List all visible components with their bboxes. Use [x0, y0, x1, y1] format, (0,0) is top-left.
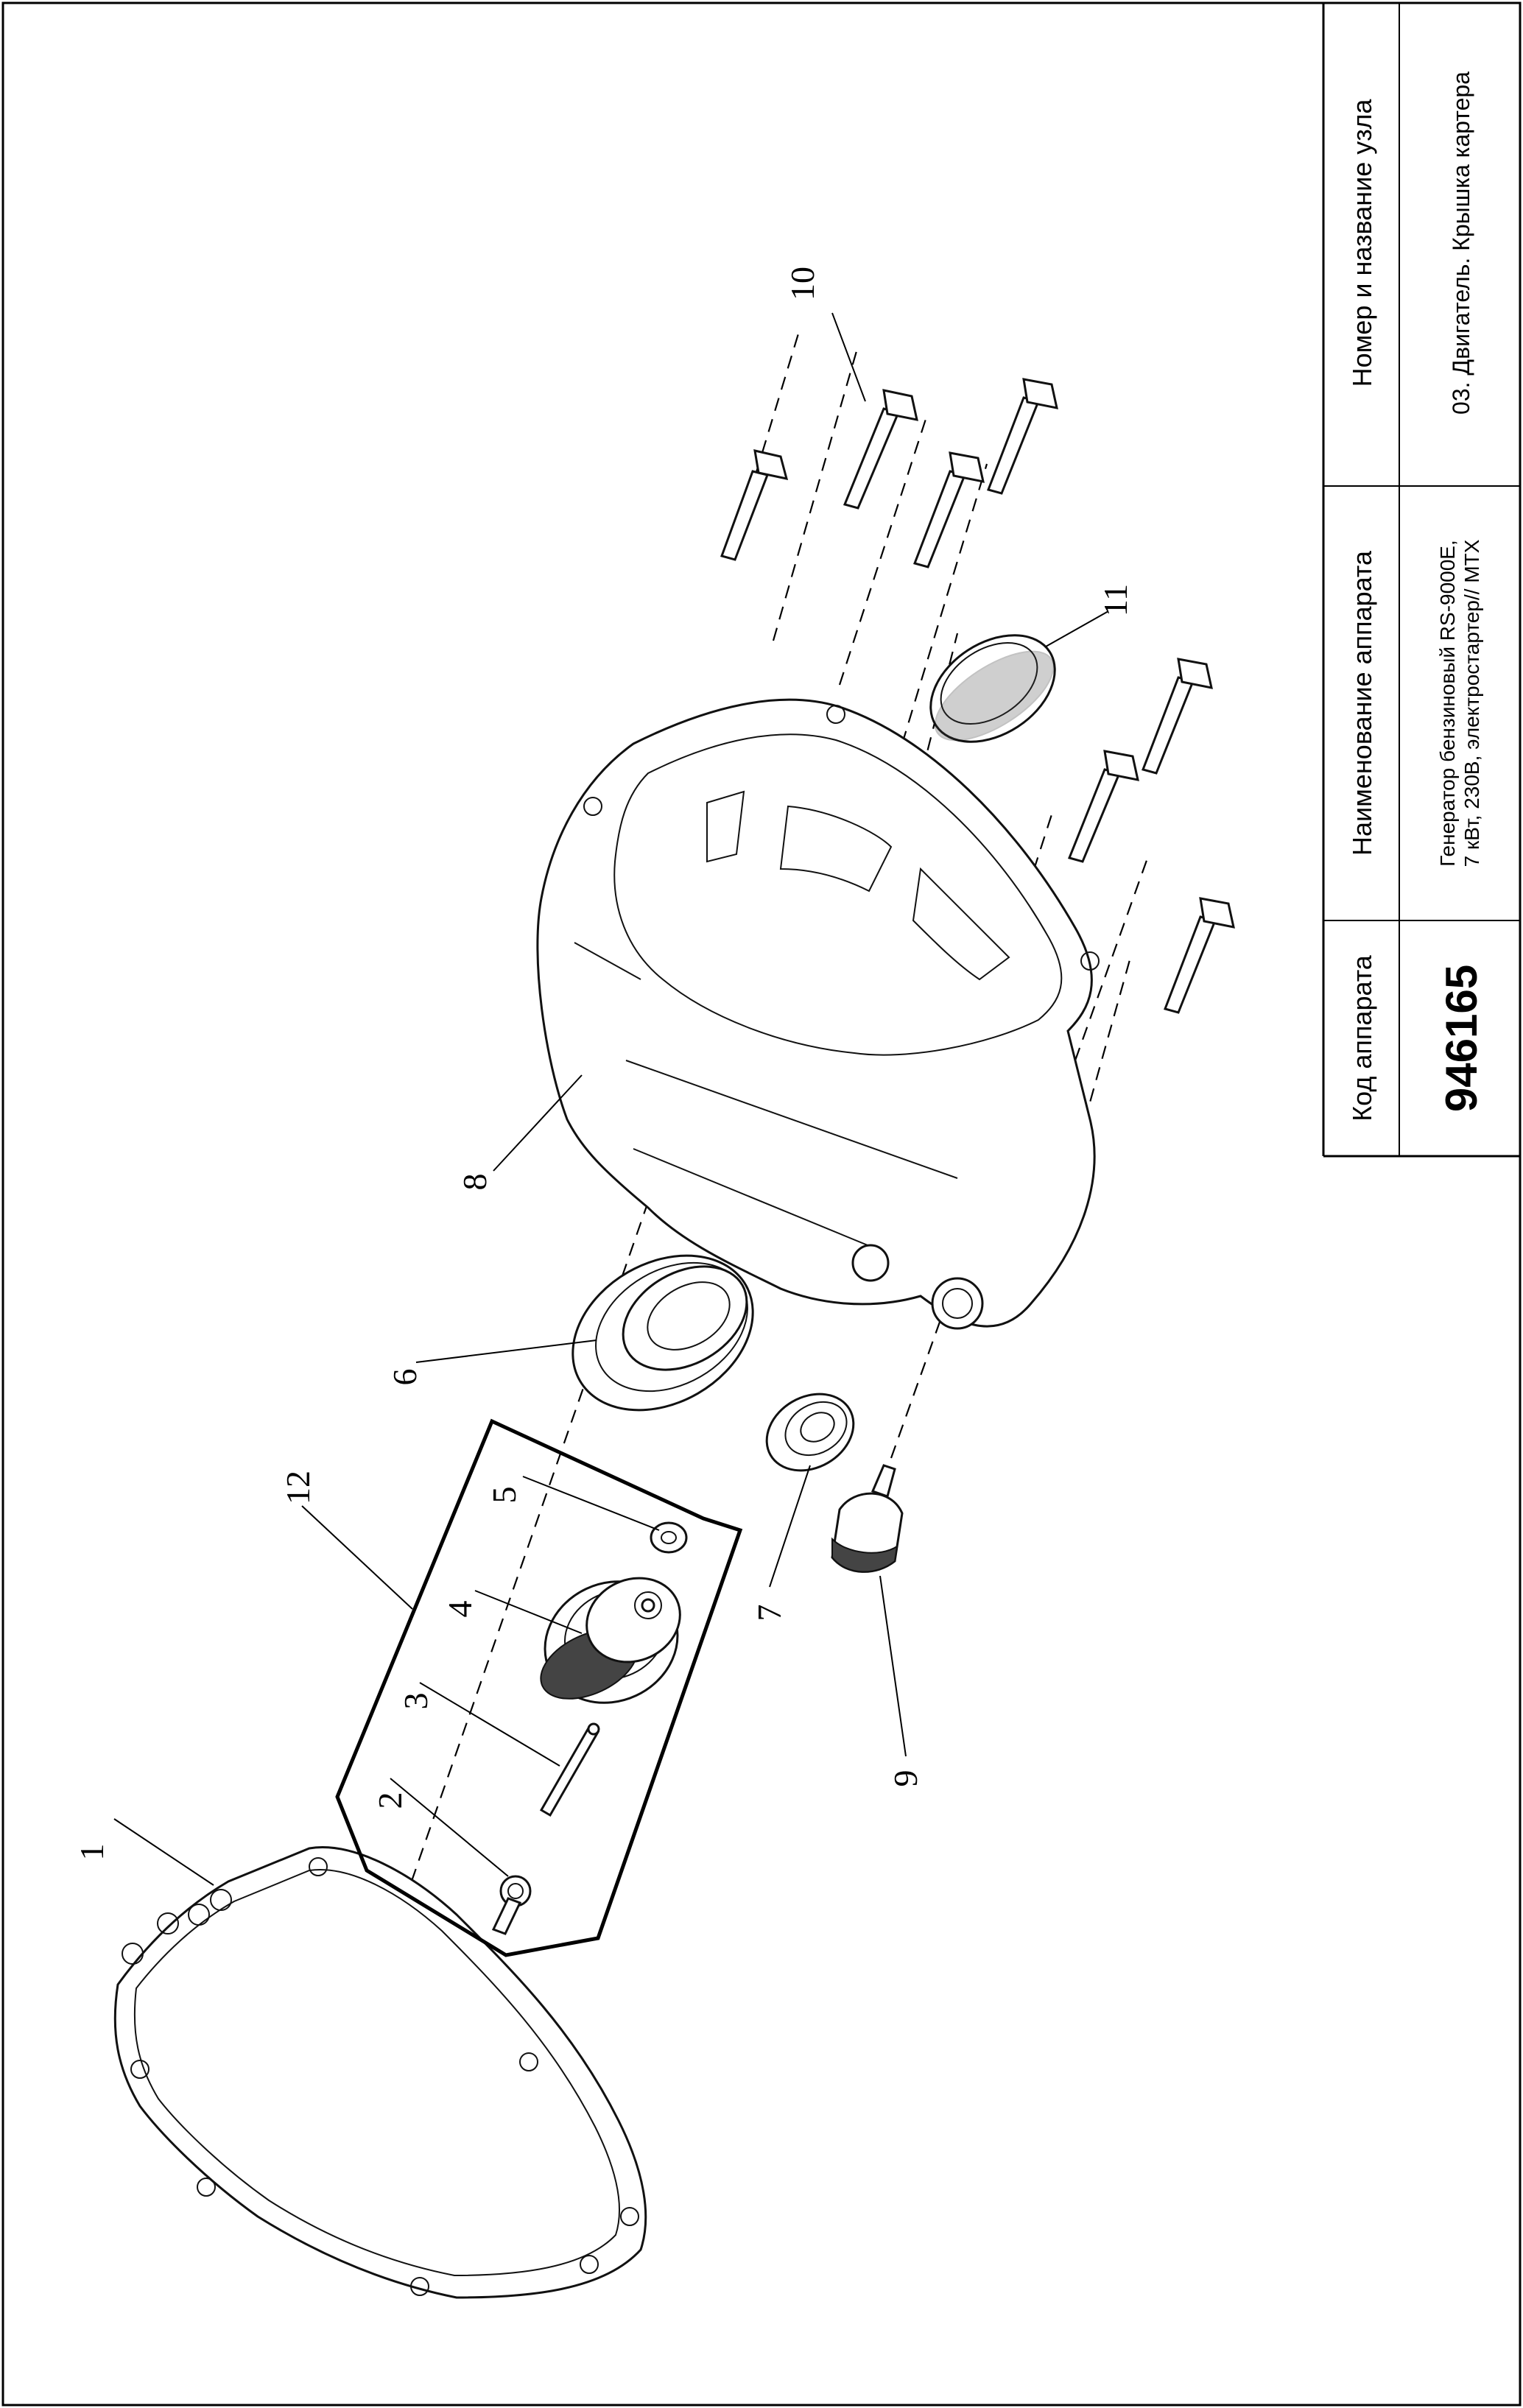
- crankcase-cover-8: [536, 698, 1100, 1330]
- name-value-line1: Генератор бензиновый RS-9000E,: [1436, 540, 1459, 867]
- code-value: 946165: [1437, 965, 1486, 1112]
- leader-lines: [113, 312, 1109, 1886]
- node-value: 03. Двигатель. Крышка картера: [1448, 71, 1474, 415]
- callout-4: 4: [441, 1601, 479, 1618]
- callout-9: 9: [887, 1770, 924, 1787]
- governor-assembly-box: [335, 1418, 743, 1957]
- callout-3: 3: [397, 1693, 435, 1710]
- oil-plug-9: [831, 1464, 904, 1573]
- bolt-a: [720, 449, 789, 561]
- crankcase-gasket: [113, 1846, 647, 2299]
- callout-8: 8: [456, 1174, 493, 1191]
- bolt-b: [843, 389, 918, 510]
- callout-11: 11: [1097, 584, 1134, 616]
- bolt-e: [1142, 658, 1213, 775]
- code-header: Код аппарата: [1347, 954, 1377, 1122]
- governor-gear-4: [540, 1577, 681, 1704]
- callout-5: 5: [485, 1487, 523, 1504]
- flange-bolt-2: [491, 1875, 532, 1935]
- name-header: Наименование аппарата: [1347, 550, 1377, 856]
- callout-numbers: 1 2 3 4 5 6 7 8 9 10 11 12: [73, 267, 1134, 1861]
- washer-5: [650, 1521, 688, 1554]
- bolts-10: [720, 378, 1235, 1014]
- bolt-c: [913, 451, 985, 568]
- callout-1: 1: [73, 1844, 110, 1861]
- name-value-line2: 7 кВт, 230В, электростартер// MTX: [1460, 539, 1483, 867]
- callout-2: 2: [371, 1792, 409, 1809]
- callout-12: 12: [279, 1471, 317, 1504]
- callout-10: 10: [784, 267, 821, 300]
- callout-6: 6: [386, 1369, 423, 1386]
- bolt-d: [987, 378, 1058, 495]
- bolt-f: [1067, 750, 1139, 863]
- governor-shaft-3: [539, 1722, 600, 1817]
- main-bearing-6: [571, 1254, 754, 1412]
- title-block: Код аппарата 946165 Наименование аппарат…: [1322, 3, 1520, 1158]
- bolt-g: [1164, 897, 1235, 1014]
- node-header: Номер и название узла: [1347, 99, 1377, 387]
- callout-7: 7: [750, 1605, 788, 1622]
- small-bearing-7: [765, 1393, 855, 1472]
- oil-seal-11: [929, 634, 1056, 743]
